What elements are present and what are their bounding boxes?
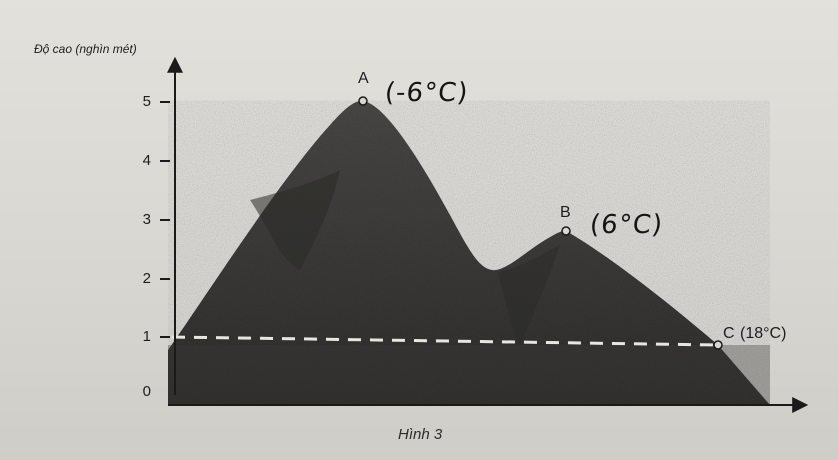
mountain-shadow [250, 170, 340, 270]
figure-caption: Hình 3 [398, 426, 443, 443]
y-tick-label: 1 [142, 328, 151, 345]
point-b-temperature: (6°C) [588, 210, 665, 240]
point-a-temperature: (-6°C) [383, 78, 470, 108]
y-tick-label: 0 [142, 383, 151, 400]
y-tick-label: 4 [142, 152, 151, 169]
point-c-label: C [723, 325, 735, 342]
point-a-label: A [358, 70, 369, 87]
y-tick-marks [160, 101, 170, 338]
dashed-reference-line [171, 335, 719, 347]
point-b-label: B [560, 204, 571, 221]
y-tick-label: 3 [142, 211, 151, 228]
y-axis-label: Độ cao (nghìn mét) [34, 42, 137, 56]
point-b-marker [561, 226, 571, 236]
y-tick-label: 5 [142, 93, 151, 110]
mountain-shadow-2 [498, 245, 560, 345]
point-c-temperature: (18°C) [740, 325, 787, 342]
point-c-marker [713, 340, 723, 350]
point-a-marker [358, 96, 368, 106]
y-tick-label: 2 [142, 270, 151, 287]
mountain-base [168, 345, 770, 405]
mountain-silhouette [168, 100, 770, 405]
